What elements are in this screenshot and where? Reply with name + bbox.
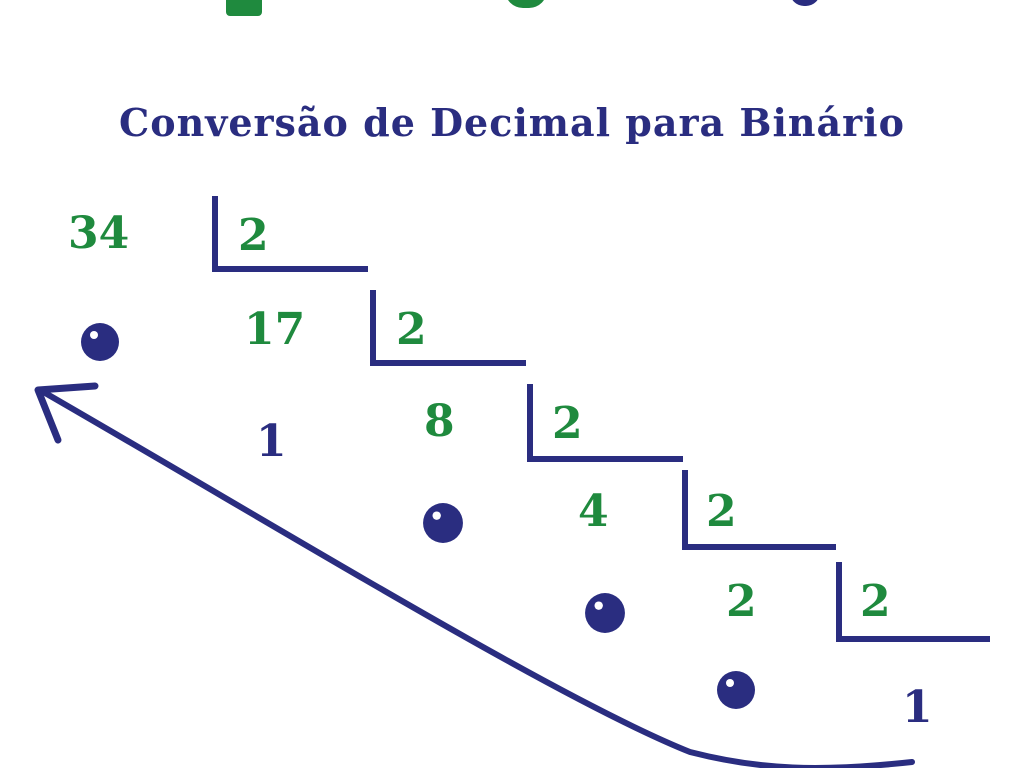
remainder-dot-3 xyxy=(584,592,626,642)
remainder-dot-1 xyxy=(80,322,120,370)
dividend-17: 17 xyxy=(244,304,306,355)
dot-zero-icon xyxy=(585,593,625,633)
division-bracket-2 xyxy=(370,290,526,366)
divisor-2: 2 xyxy=(396,304,427,355)
cutoff-glyph-middle xyxy=(505,0,545,16)
division-bracket-3 xyxy=(527,384,683,462)
divisor-4: 2 xyxy=(706,486,737,537)
dividend-2: 2 xyxy=(726,576,757,627)
remainder-dot-4 xyxy=(716,670,756,718)
divisor-3: 2 xyxy=(552,398,583,449)
cutoff-glyph-left xyxy=(222,0,262,16)
divisor-5: 2 xyxy=(860,576,891,627)
page-title: Conversão de Decimal para Binário xyxy=(119,100,905,145)
dot-zero-icon xyxy=(81,323,119,361)
divisor-1: 2 xyxy=(238,210,269,261)
dividend-8: 8 xyxy=(424,396,455,447)
remainder-1: 1 xyxy=(256,416,287,467)
division-bracket-1 xyxy=(212,196,368,272)
division-bracket-4 xyxy=(682,470,836,550)
dividend-4: 4 xyxy=(578,486,609,537)
dot-zero-icon xyxy=(717,671,755,709)
division-bracket-5 xyxy=(836,562,990,642)
cutoff-glyph-right xyxy=(790,0,830,16)
dividend-34: 34 xyxy=(68,208,130,259)
final-quotient: 1 xyxy=(902,682,933,733)
remainder-dot-2 xyxy=(422,502,464,552)
dot-zero-icon xyxy=(423,503,463,543)
